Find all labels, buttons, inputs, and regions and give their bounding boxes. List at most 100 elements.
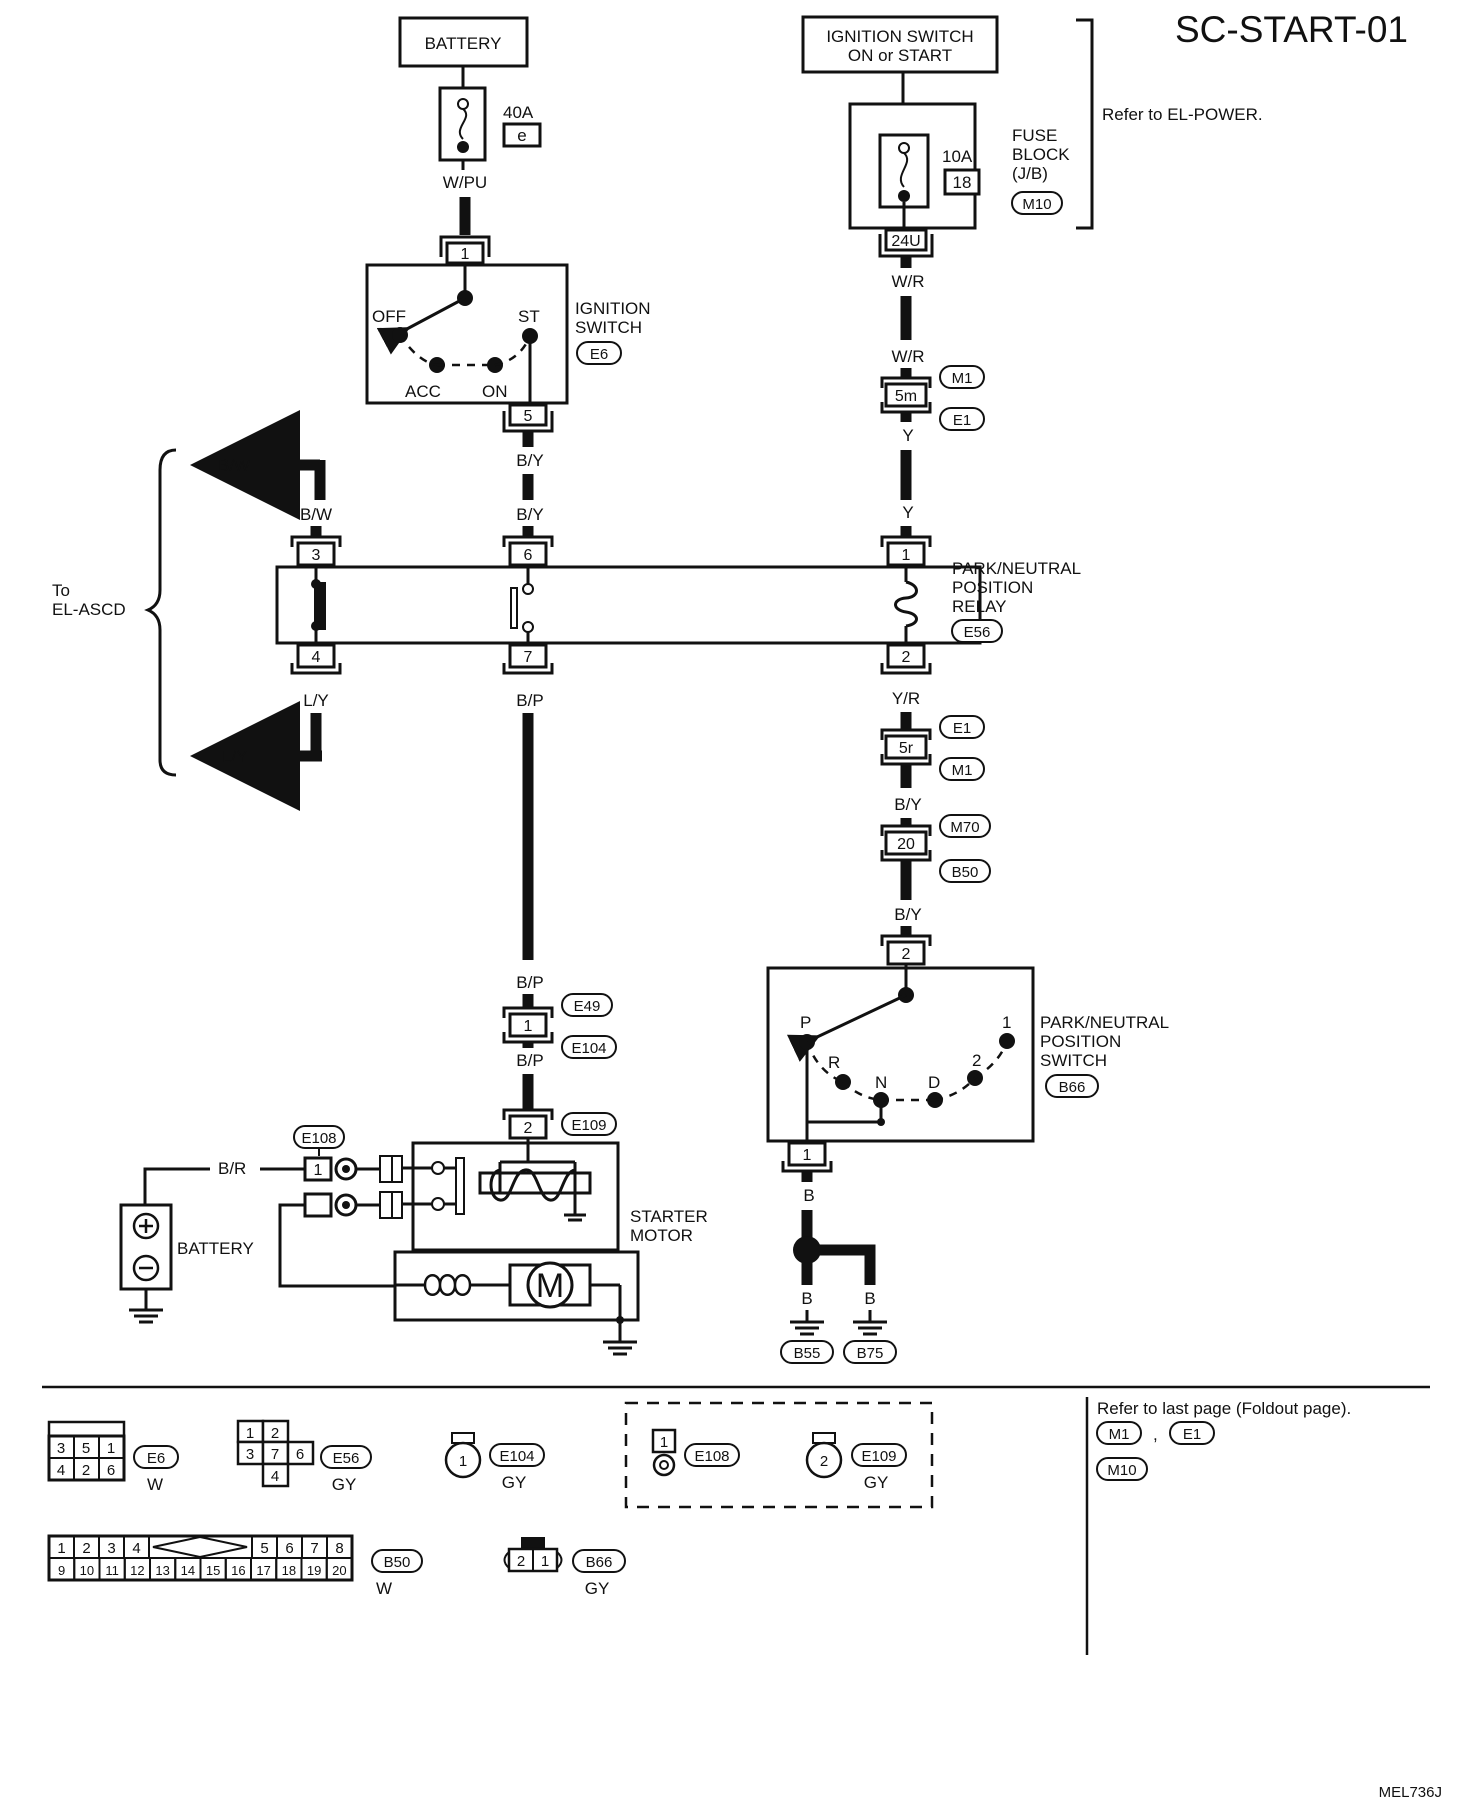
svg-text:5: 5 [524, 408, 533, 425]
wire-label-b-1: B [803, 1186, 814, 1205]
b50-pin-label: 14 [181, 1563, 195, 1578]
wire-label-y-2: Y [902, 503, 913, 522]
ign-pin-5: 5 [502, 403, 554, 433]
svg-text:POSITION: POSITION [952, 578, 1033, 597]
connector-e49-e104: 1 E49 E104 [502, 993, 617, 1059]
wire-label-by-1: B/Y [516, 451, 543, 470]
svg-text:MOTOR: MOTOR [630, 1226, 693, 1245]
svg-text:B50: B50 [384, 1554, 411, 1571]
svg-text:E49: E49 [574, 998, 601, 1015]
svg-text:10A: 10A [942, 147, 973, 166]
svg-text:4: 4 [57, 1462, 65, 1479]
svg-text:(J/B): (J/B) [1012, 164, 1048, 183]
svg-text:1: 1 [314, 1162, 323, 1179]
starter-motor-label: STARTER MOTOR [630, 1207, 708, 1245]
diagram-id: SC-START-01 [1175, 9, 1408, 50]
b50-pin-label: 4 [132, 1540, 140, 1557]
legend-b66: 2 1 B66 GY [503, 1537, 626, 1598]
to-ascd-1: To [52, 581, 70, 600]
svg-text:E6: E6 [147, 1450, 165, 1467]
ignition-power: IGNITION SWITCH ON or START [801, 15, 999, 74]
svg-text:6: 6 [107, 1462, 115, 1479]
svg-text:GY: GY [502, 1473, 527, 1492]
svg-text:7: 7 [524, 649, 533, 666]
relay-pin-4: 4 [290, 643, 342, 675]
legend-e109: 2 E109 GY [805, 1432, 907, 1492]
b50-pin-label: 2 [82, 1540, 90, 1557]
svg-text:BLOCK: BLOCK [1012, 145, 1070, 164]
svg-text:POSITION: POSITION [1040, 1032, 1121, 1051]
svg-text:B50: B50 [952, 864, 979, 881]
svg-text:6: 6 [524, 547, 533, 564]
svg-text:1: 1 [459, 1453, 467, 1470]
wire-label-by-2: B/Y [516, 505, 543, 524]
svg-text:2: 2 [517, 1553, 525, 1570]
battery-left: BATTERY [119, 1203, 254, 1324]
svg-text:B66: B66 [1059, 1079, 1086, 1096]
svg-text:M1: M1 [952, 370, 973, 387]
svg-text:M: M [536, 1267, 564, 1305]
svg-text:1: 1 [902, 547, 911, 564]
wire-label-wr-2: W/R [891, 347, 924, 366]
legend-e6: 3 5 1 4 2 6 E6 W [47, 1420, 179, 1494]
svg-text:W: W [147, 1475, 163, 1494]
legend-e104: 1 E104 GY [444, 1432, 545, 1492]
svg-text:BATTERY: BATTERY [425, 34, 502, 53]
svg-text:M10: M10 [1022, 196, 1051, 213]
battery-top: BATTERY [398, 16, 529, 68]
pn-switch: P R N D 2 1 [766, 964, 1035, 1143]
svg-text:2: 2 [271, 1425, 279, 1442]
svg-text:ON: ON [482, 382, 508, 401]
svg-text:OFF: OFF [372, 307, 406, 326]
relay-pin-2: 2 [880, 643, 932, 675]
svg-text:E1: E1 [953, 412, 971, 429]
svg-text:1: 1 [660, 1434, 668, 1451]
wire-label-by-3: B/Y [894, 795, 921, 814]
pn-switch-label: PARK/NEUTRAL POSITION SWITCH B66 [1040, 1013, 1169, 1098]
ground-b55: B55 [780, 1310, 834, 1364]
b50-pin-label: 1 [57, 1540, 65, 1557]
relay-pin-6: 6 [502, 535, 554, 567]
svg-text:SWITCH: SWITCH [1040, 1051, 1107, 1070]
svg-text:E56: E56 [333, 1450, 360, 1467]
svg-text:FUSE: FUSE [1012, 126, 1057, 145]
b50-pin-label: 17 [256, 1563, 270, 1578]
b50-pin-label: 7 [310, 1540, 318, 1557]
svg-text:IGNITION SWITCH: IGNITION SWITCH [826, 27, 973, 46]
svg-text:4: 4 [312, 649, 321, 666]
svg-text:2: 2 [972, 1051, 981, 1070]
connector-5m: 5m M1 E1 [880, 365, 985, 431]
svg-text:2: 2 [524, 1120, 533, 1137]
svg-text:M1: M1 [952, 762, 973, 779]
relay-pin-3: 3 [290, 535, 342, 567]
svg-text:M70: M70 [950, 819, 979, 836]
svg-text:1: 1 [461, 246, 470, 263]
svg-text:N: N [875, 1073, 887, 1092]
b50-pin-label: 10 [80, 1563, 94, 1578]
pin-24u: 24U [878, 228, 934, 258]
svg-text:ON or START: ON or START [848, 46, 952, 65]
b50-pin-label: 5 [260, 1540, 268, 1557]
fuse-40a: 40A e [438, 86, 542, 162]
svg-text:3: 3 [246, 1446, 254, 1463]
connector-20: 20 M70 B50 [880, 814, 991, 883]
svg-text:e: e [517, 126, 526, 145]
wire-label-by-4: B/Y [894, 905, 921, 924]
starter-solenoid [379, 1138, 620, 1252]
b50-pin-label: 13 [155, 1563, 169, 1578]
b50-pin-label: 18 [282, 1563, 296, 1578]
svg-text:E1: E1 [953, 720, 971, 737]
svg-text:2: 2 [902, 649, 911, 666]
svg-text:1: 1 [803, 1147, 812, 1164]
e108-terminal: E108 1 [293, 1125, 380, 1218]
svg-text:M1: M1 [1109, 1426, 1130, 1443]
footer-code: MEL736J [1379, 1784, 1442, 1801]
ign-switch-label: IGNITION SWITCH E6 [575, 299, 651, 365]
svg-text:ST: ST [518, 307, 540, 326]
wire-label-bp-1: B/P [516, 691, 543, 710]
svg-text:24U: 24U [891, 233, 920, 250]
svg-text:RELAY: RELAY [952, 597, 1007, 616]
wire-label-wr-1: W/R [891, 272, 924, 291]
wire-label-b-2: B [801, 1289, 812, 1308]
